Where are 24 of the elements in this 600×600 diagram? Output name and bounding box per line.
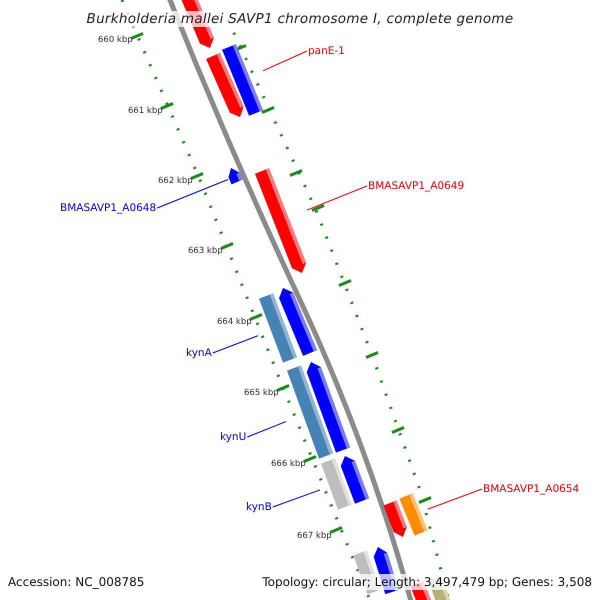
tick-label: 661 kbp: [128, 106, 163, 117]
tick-label: 660 kbp: [98, 35, 133, 46]
gene-label: BMASAVP1_A0648: [60, 201, 156, 215]
tick-label: 666 kbp: [271, 459, 306, 470]
accession-text: Accession: NC_008785: [8, 574, 144, 590]
leader-line: [272, 489, 320, 508]
gene-label: kynB: [246, 500, 272, 514]
leader-line: [246, 421, 286, 438]
tick-label: 667 kbp: [297, 531, 332, 542]
tick-label: 662 kbp: [158, 176, 193, 187]
leader-line: [212, 335, 258, 354]
tick-label: 665 kbp: [244, 388, 279, 399]
gene-label: kynU: [220, 430, 246, 444]
genome-stats-text: Topology: circular; Length: 3,497,479 bp; Genes: 3,508: [262, 574, 592, 590]
gene-label: BMASAVP1_A0654: [483, 482, 580, 496]
leader-line: [428, 488, 482, 510]
leader-line: [262, 50, 308, 72]
gene-label: panE-1: [308, 44, 345, 58]
tick-label: 664 kbp: [217, 317, 252, 328]
leader-line: [306, 186, 368, 211]
tick-label: 663 kbp: [188, 246, 223, 257]
gene-label: kynA: [186, 346, 212, 360]
leader-line: [156, 179, 228, 208]
gene-label: BMASAVP1_A0649: [368, 179, 464, 193]
